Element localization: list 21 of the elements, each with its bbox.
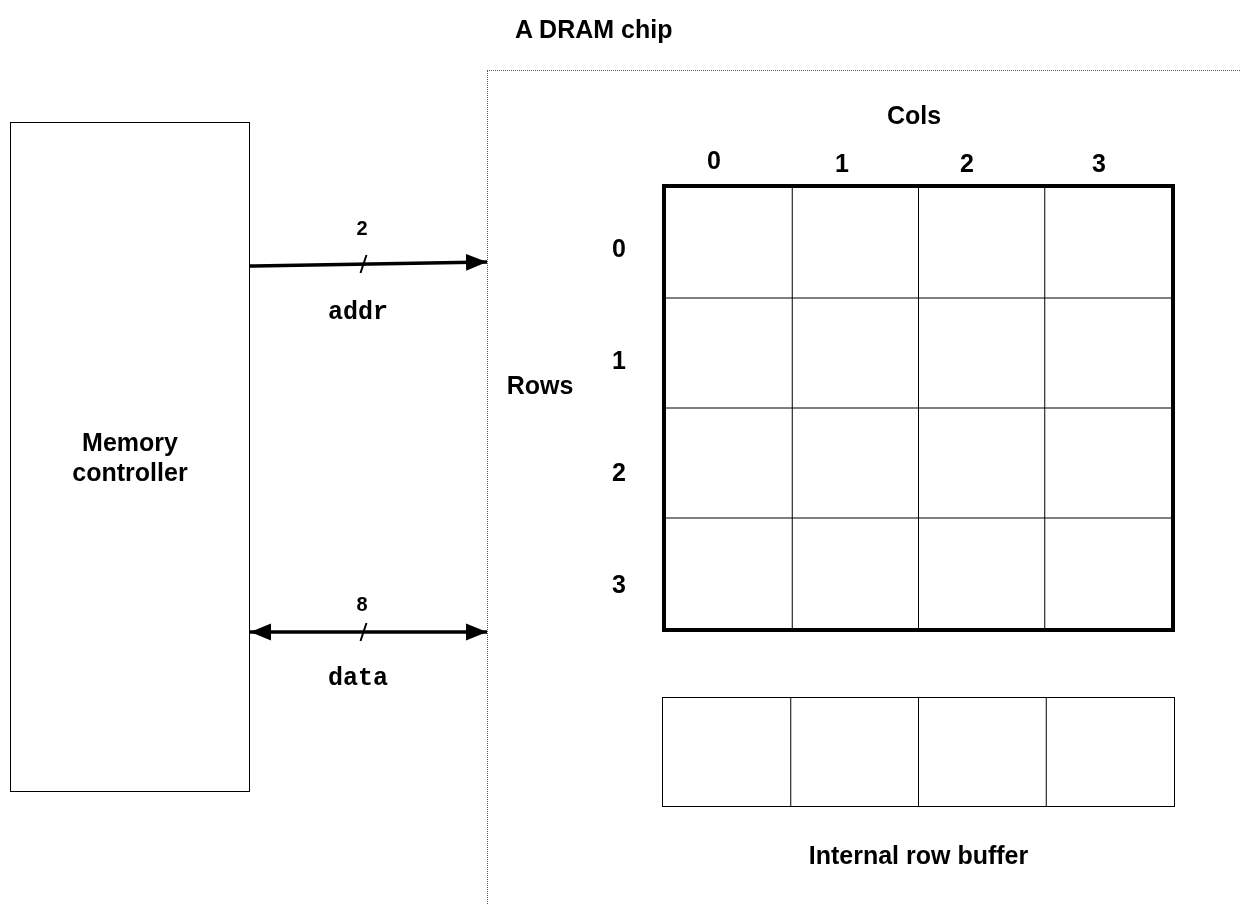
row-number: 3 [612, 569, 626, 599]
memory-cell-array [662, 184, 1175, 632]
bus-width-label: 8 [356, 592, 368, 616]
edge-label: addr [328, 297, 388, 327]
controller-box: Memory controller [10, 122, 250, 792]
bus-width-label: 2 [356, 216, 368, 240]
column-number: 0 [707, 145, 721, 175]
chip-title: A DRAM chip [515, 14, 673, 44]
row-number: 0 [612, 233, 626, 263]
column-number: 2 [960, 148, 974, 178]
node-label: Internal row buffer [808, 840, 1029, 870]
row-heading: Rows [506, 370, 574, 400]
column-number: 3 [1092, 148, 1106, 178]
row-buffer [662, 697, 1175, 807]
edge-label: data [328, 663, 388, 693]
row-number: 2 [612, 457, 626, 487]
arrow [250, 623, 487, 641]
arrow [249, 253, 488, 271]
column-heading: Cols [886, 100, 942, 130]
column-number: 1 [835, 148, 849, 178]
row-number: 1 [612, 345, 626, 375]
